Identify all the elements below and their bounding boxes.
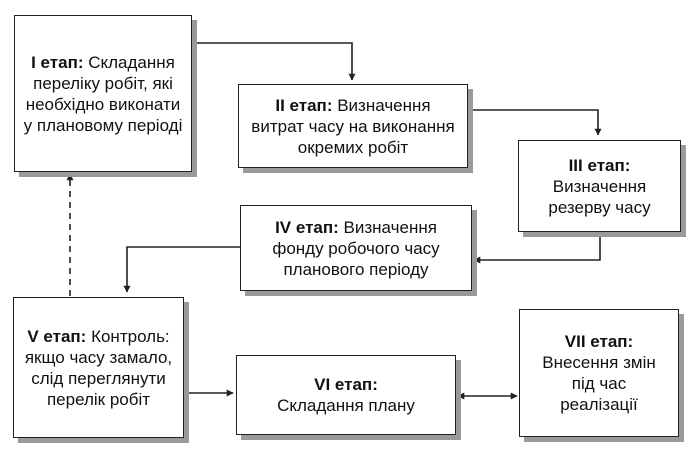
stage-label: IV етап: <box>275 217 339 237</box>
stage-label: VI етап: <box>314 375 378 394</box>
stage-box-7: VII етап: Внесення змін під час реалізац… <box>519 309 679 437</box>
stage-box-1: I етап: Складання переліку робіт, які не… <box>14 15 192 172</box>
arrow-s3-to-s4 <box>473 233 601 264</box>
stage-text: Визначення фонду робочого часу планового… <box>272 217 440 279</box>
stage-box-3: III етап: Визначення резерву часу <box>518 140 681 232</box>
stage-text: Складання плану <box>277 396 415 415</box>
stage-label: V етап: <box>27 326 87 346</box>
stage-label: II етап: <box>275 95 333 115</box>
stage-label: I етап: <box>31 52 84 72</box>
stage-text: Визначення витрат часу на виконання окре… <box>251 95 455 157</box>
stage-box-6: VI етап: Складання плану <box>236 355 456 435</box>
stage-box-2: II етап: Визначення витрат часу на викон… <box>238 84 468 168</box>
stage-label: VII етап: <box>564 332 634 351</box>
stage-text: Складання переліку робіт, які необхідно … <box>23 52 183 135</box>
stage-label: III етап: <box>568 155 631 175</box>
stage-text: Контроль: якщо часу замало, слід перегля… <box>24 326 173 409</box>
arrow-s4-to-s5 <box>123 246 240 293</box>
stage-box-5: V етап: Контроль: якщо часу замало, слід… <box>13 297 184 438</box>
arrow-s2-to-s3 <box>470 109 602 136</box>
stage-text: Внесення змін під час реалізації <box>542 353 656 414</box>
stage-box-4: IV етап: Визначення фонду робочого часу … <box>240 205 472 291</box>
stage-text: Визначення резерву часу <box>548 176 651 217</box>
arrow-s1-to-s2 <box>194 42 356 81</box>
